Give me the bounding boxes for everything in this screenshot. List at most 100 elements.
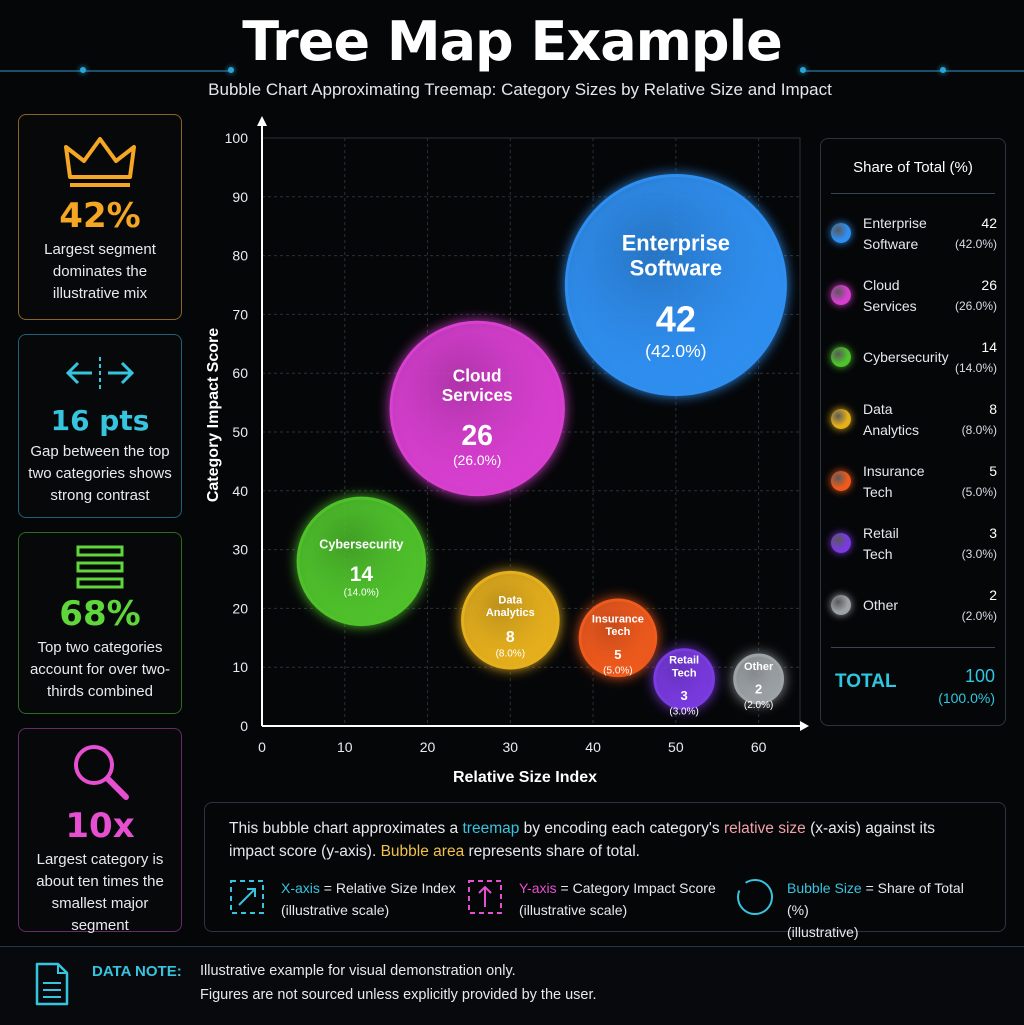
y-tick-label: 0: [240, 718, 248, 734]
document-icon: [35, 962, 69, 1006]
legend-swatch: [831, 285, 851, 305]
legend-swatch: [831, 409, 851, 429]
explain-highlight-relative-size: relative size: [723, 820, 806, 837]
legend-total-number: 100: [964, 666, 995, 686]
y-tick-label: 60: [232, 365, 248, 381]
y-tick-label: 40: [232, 483, 248, 499]
legend-value-pct: (3.0%): [961, 547, 997, 561]
legend-label: Cybersecurity: [863, 347, 949, 368]
legend-total-value: 100 (100.0%): [938, 665, 995, 709]
legend-value-number: 26: [981, 277, 997, 293]
x-tick-label: 0: [258, 739, 266, 755]
bubble-pct-label: (42.0%): [645, 341, 706, 361]
key-bubble-size: Bubble Size = Share of Total (%) (illust…: [735, 877, 997, 940]
bubble-name-label: Tech: [605, 626, 630, 638]
key-x-axis: X-axis = Relative Size Index (illustrati…: [229, 877, 459, 921]
y-tick-label: 100: [225, 130, 249, 146]
bubble-value-label: 14: [350, 563, 374, 586]
legend-item: Other 2(2.0%): [831, 583, 997, 633]
magnifier-icon: [74, 745, 129, 800]
legend-value-number: 14: [981, 339, 997, 355]
legend-total-pct: (100.0%): [938, 690, 995, 706]
legend-value: 8(8.0%): [937, 399, 997, 441]
bubble-circle: [733, 653, 785, 705]
legend-label-line: Data: [863, 401, 893, 417]
kpi-description: Largest category is about ten times the …: [36, 851, 164, 934]
kpi-card-gap: 16 pts Gap between the top two categorie…: [18, 334, 182, 518]
key-text: Y-axis = Category Impact Score (illustra…: [519, 877, 719, 921]
key-line2: (illustrative scale): [519, 902, 628, 918]
arrows-apart-icon: [65, 357, 135, 389]
bubble-name-label: Enterprise: [622, 230, 730, 255]
kpi-value: 10x: [65, 806, 135, 846]
legend-title: Share of Total (%): [853, 159, 973, 176]
legend-swatch: [831, 533, 851, 553]
explain-highlight-treemap: treemap: [462, 820, 520, 837]
bubble-circle: [461, 570, 560, 670]
legend-label-line: Enterprise: [863, 215, 927, 231]
x-tick-label: 50: [668, 739, 684, 755]
legend-value-pct: (5.0%): [961, 485, 997, 499]
bubble-value-label: 5: [614, 647, 621, 662]
legend-label-line: Tech: [863, 484, 893, 500]
bubble-name-label: Services: [442, 385, 513, 405]
legend-label-line: Tech: [863, 546, 893, 562]
kpi-card-top-two: 68% Top two categories account for over …: [18, 532, 182, 714]
explanation-panel: This bubble chart approximates a treemap…: [204, 802, 1006, 940]
bubble-circle: [578, 598, 658, 678]
bubble-icon: [737, 879, 773, 915]
legend-value: 2(2.0%): [937, 585, 997, 627]
bubble-value-label: 26: [461, 420, 493, 452]
bubble-name-label: Retail: [669, 655, 699, 667]
explain-text-part: This bubble chart approximates a: [229, 820, 463, 837]
x-tick-label: 40: [585, 739, 601, 755]
legend-value: 5(5.0%): [937, 461, 997, 503]
legend-value-pct: (2.0%): [961, 609, 997, 623]
bubble-name-label: Insurance: [592, 614, 644, 626]
bubble-pct-label: (5.0%): [603, 665, 632, 676]
legend-value: 3 (3.0%): [937, 523, 997, 565]
stacked-bars-icon: [76, 545, 124, 589]
x-axis-arrow: [800, 721, 809, 731]
circuit-line: [800, 70, 1024, 72]
kpi-description: Top two categories account for over two-…: [29, 639, 171, 700]
circuit-dot: [228, 67, 234, 73]
legend-value-number: 3: [989, 525, 997, 541]
kpi-card-largest-segment: 42% Largest segment dominates the illust…: [18, 114, 182, 320]
legend-value: 14(14.0%): [937, 337, 997, 379]
bubble-circle: [653, 648, 715, 710]
legend-label-line: Software: [863, 236, 919, 252]
x-tick-label: 20: [420, 739, 436, 755]
data-note-line-2: Figures are not sourced unless explicitl…: [200, 987, 597, 1003]
key-text: X-axis = Relative Size Index (illustrati…: [281, 877, 481, 921]
legend-label-line: Insurance: [863, 463, 925, 479]
legend-value-pct: (8.0%): [961, 423, 997, 437]
kpi-value: 42%: [59, 196, 141, 236]
x-tick-label: 10: [337, 739, 353, 755]
key-rest: = Category Impact Score: [556, 880, 716, 896]
x-axis-title: Relative Size Index: [453, 769, 597, 786]
circuit-dot: [940, 67, 946, 73]
legend-label-line: Other: [863, 597, 899, 613]
y-tick-label: 10: [232, 659, 248, 675]
legend-swatch: [831, 471, 851, 491]
legend-label: Other: [863, 595, 943, 616]
explain-text-part: by encoding each category's: [519, 820, 724, 837]
legend-value: 26(26.0%): [937, 275, 997, 317]
kpi-card-ratio: 10x Largest category is about ten times …: [18, 728, 182, 934]
bubble-name-label: Data: [498, 594, 523, 606]
bubble-pct-label: (26.0%): [453, 453, 501, 468]
key-line2: (illustrative): [787, 924, 859, 940]
legend-swatch: [831, 223, 851, 243]
bubble-name-label: Cybersecurity: [319, 538, 403, 552]
